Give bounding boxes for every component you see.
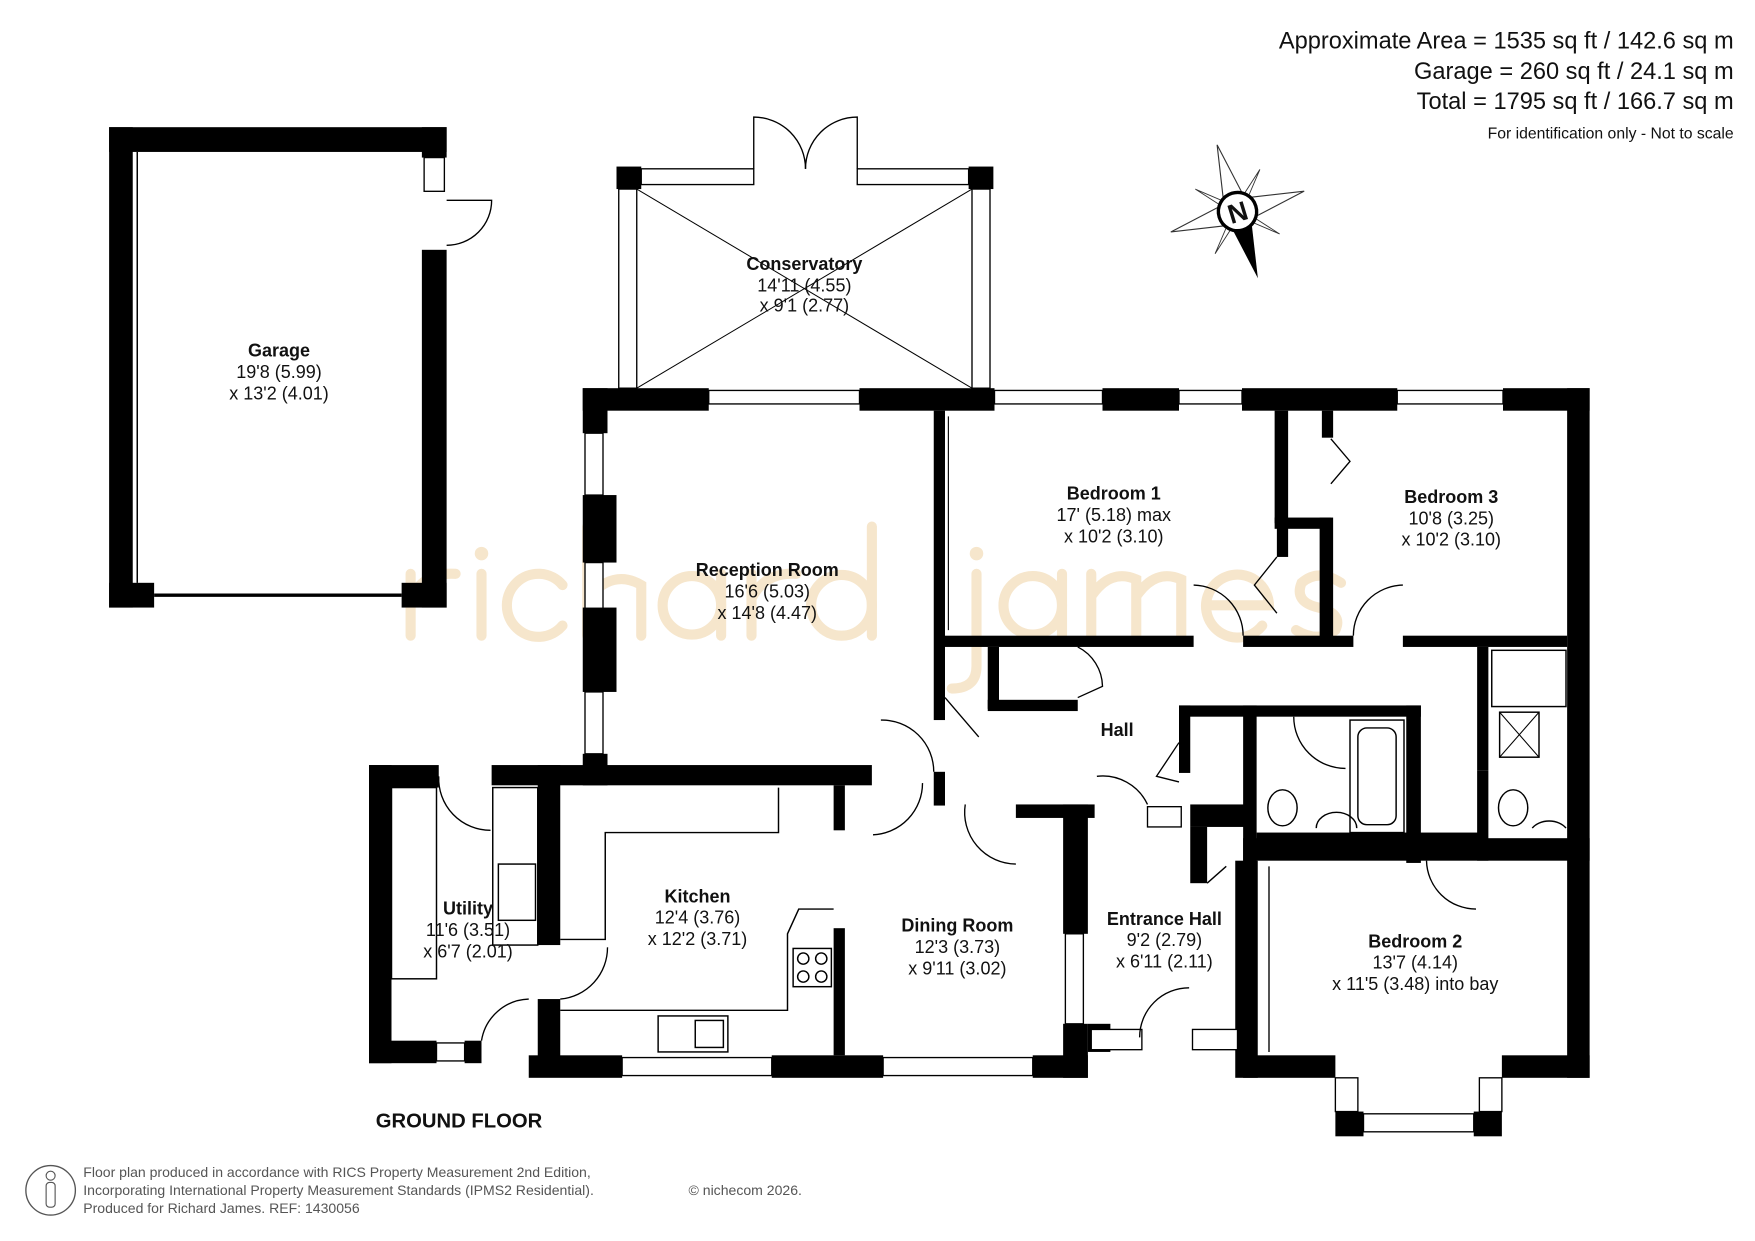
room-reception: Reception Room 16'6 (5.03) x 14'8 (4.47) <box>696 560 839 623</box>
svg-text:Reception Room: Reception Room <box>696 560 839 580</box>
svg-text:9'2 (2.79): 9'2 (2.79) <box>1127 930 1202 950</box>
footer-line-2: Incorporating International Property Mea… <box>83 1182 594 1198</box>
svg-text:Bedroom 2: Bedroom 2 <box>1368 931 1462 951</box>
svg-text:Utility: Utility <box>443 899 493 919</box>
svg-text:Conservatory: Conservatory <box>746 254 862 274</box>
footer-copyright: © nichecom 2026. <box>689 1182 802 1198</box>
svg-text:17' (5.18) max: 17' (5.18) max <box>1057 505 1172 525</box>
svg-text:Bedroom 1: Bedroom 1 <box>1067 484 1161 504</box>
svg-text:Garage: Garage <box>248 341 310 361</box>
footer: Floor plan produced in accordance with R… <box>25 1164 802 1216</box>
svg-text:19'8 (5.99): 19'8 (5.99) <box>236 362 322 382</box>
svg-text:Bedroom 3: Bedroom 3 <box>1404 487 1498 507</box>
room-bedroom-3: Bedroom 3 10'8 (3.25) x 10'2 (3.10) <box>1402 487 1502 550</box>
person-icon <box>25 1164 77 1216</box>
watermark-logo <box>405 521 1347 694</box>
room-bedroom-2: Bedroom 2 13'7 (4.14) x 11'5 (3.48) into… <box>1332 931 1498 994</box>
footer-line-3: Produced for Richard James. REF: 1430056 <box>83 1200 360 1216</box>
garage-area: Garage = 260 sq ft / 24.1 sq m <box>1414 59 1734 85</box>
room-hall: Hall <box>1101 720 1134 740</box>
svg-text:x 14'8 (4.47): x 14'8 (4.47) <box>718 603 818 623</box>
svg-text:x 10'2 (3.10): x 10'2 (3.10) <box>1402 530 1502 550</box>
floor-label: GROUND FLOOR <box>376 1110 543 1132</box>
svg-text:10'8 (3.25): 10'8 (3.25) <box>1409 508 1495 528</box>
svg-text:x 6'7 (2.01): x 6'7 (2.01) <box>423 941 512 961</box>
garage-walls <box>109 127 493 608</box>
svg-text:13'7 (4.14): 13'7 (4.14) <box>1373 953 1459 973</box>
svg-text:12'3 (3.73): 12'3 (3.73) <box>915 937 1001 957</box>
room-entrance-hall: Entrance Hall 9'2 (2.79) x 6'11 (2.11) <box>1107 909 1222 972</box>
room-bedroom-1: Bedroom 1 17' (5.18) max x 10'2 (3.10) <box>1057 484 1172 547</box>
room-dining: Dining Room 12'3 (3.73) x 9'11 (3.02) <box>901 916 1013 979</box>
svg-text:Kitchen: Kitchen <box>664 886 730 906</box>
room-conservatory: Conservatory 14'11 (4.55) x 9'1 (2.77) <box>746 254 862 316</box>
svg-text:14'11 (4.55): 14'11 (4.55) <box>757 275 851 295</box>
svg-text:x 6'11 (2.11): x 6'11 (2.11) <box>1116 952 1213 972</box>
conservatory-walls <box>616 116 994 389</box>
scale-note: For identification only - Not to scale <box>1488 125 1734 142</box>
svg-text:Hall: Hall <box>1101 720 1134 740</box>
svg-text:11'6 (3.51): 11'6 (3.51) <box>426 920 510 940</box>
svg-text:x 9'1 (2.77): x 9'1 (2.77) <box>760 296 849 316</box>
area-summary: Approximate Area = 1535 sq ft / 142.6 sq… <box>1279 28 1734 142</box>
svg-text:x 13'2 (4.01): x 13'2 (4.01) <box>229 383 328 403</box>
total-area: Total = 1795 sq ft / 166.7 sq m <box>1417 89 1734 115</box>
footer-line-1: Floor plan produced in accordance with R… <box>83 1164 591 1180</box>
compass-icon: N <box>1170 144 1305 279</box>
room-kitchen: Kitchen 12'4 (3.76) x 12'2 (3.71) <box>648 886 748 949</box>
svg-text:Dining Room: Dining Room <box>901 916 1013 936</box>
room-garage: Garage 19'8 (5.99) x 13'2 (4.01) <box>229 341 328 404</box>
svg-text:16'6 (5.03): 16'6 (5.03) <box>725 581 811 601</box>
svg-text:Entrance Hall: Entrance Hall <box>1107 909 1222 929</box>
room-utility: Utility 11'6 (3.51) x 6'7 (2.01) <box>423 899 512 962</box>
svg-text:x 9'11 (3.02): x 9'11 (3.02) <box>908 958 1006 978</box>
svg-text:x 12'2 (3.71): x 12'2 (3.71) <box>648 929 748 949</box>
approximate-area: Approximate Area = 1535 sq ft / 142.6 sq… <box>1279 28 1734 54</box>
house-walls <box>369 388 1590 1137</box>
svg-text:x 11'5 (3.48) into bay: x 11'5 (3.48) into bay <box>1332 974 1498 994</box>
svg-text:x 10'2 (3.10): x 10'2 (3.10) <box>1064 526 1164 546</box>
svg-text:12'4 (3.76): 12'4 (3.76) <box>655 908 741 928</box>
